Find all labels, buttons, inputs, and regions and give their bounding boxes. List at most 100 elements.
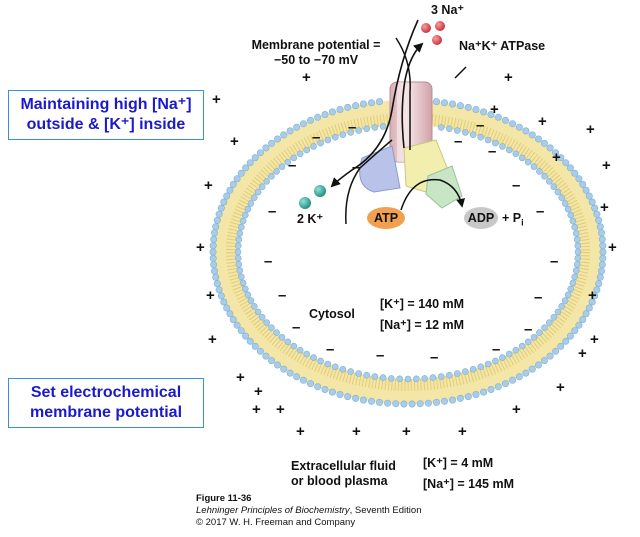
lipid-head bbox=[375, 398, 383, 406]
plus-sign: + bbox=[586, 121, 595, 138]
lipid-head bbox=[363, 125, 371, 133]
lipid-head bbox=[226, 310, 234, 318]
lipid-head bbox=[331, 363, 339, 371]
lipid-head bbox=[534, 361, 542, 369]
lipid-head bbox=[328, 388, 336, 396]
lipid-head bbox=[242, 164, 250, 172]
lipid-head bbox=[328, 108, 336, 116]
lipid-head bbox=[213, 216, 221, 224]
lipid-head bbox=[508, 120, 516, 128]
book-edition: , Seventh Edition bbox=[349, 505, 422, 516]
k-path-curve bbox=[345, 139, 393, 225]
k-ions-label: 2 K⁺ bbox=[297, 212, 324, 226]
lipid-head bbox=[599, 248, 607, 256]
lipid-head bbox=[263, 178, 271, 185]
plus-sign: + bbox=[212, 91, 221, 108]
set-line1: Set electrochemical bbox=[30, 384, 182, 401]
lipid-head bbox=[359, 396, 367, 404]
minus-sign: – bbox=[264, 253, 273, 270]
lipid-head bbox=[238, 223, 245, 231]
plus-sign: + bbox=[588, 287, 597, 304]
plus-sign: + bbox=[204, 177, 213, 194]
plus-sign: + bbox=[302, 69, 311, 86]
minus-sign: – bbox=[476, 117, 485, 134]
lipid-head bbox=[268, 357, 276, 365]
lipid-head bbox=[552, 149, 560, 157]
plus-sign: + bbox=[230, 133, 239, 150]
plus-sign: + bbox=[402, 423, 411, 440]
lipid-head bbox=[567, 285, 575, 293]
lipid-head bbox=[344, 393, 352, 401]
plus-sign: + bbox=[504, 69, 513, 86]
lipid-head bbox=[561, 200, 569, 207]
lipid-head bbox=[569, 217, 577, 225]
lipid-head bbox=[244, 291, 252, 299]
lipid-head bbox=[501, 116, 509, 124]
membrane-potential-line1: Membrane potential = bbox=[251, 38, 381, 52]
lipid-head bbox=[293, 123, 301, 131]
lipid-head bbox=[567, 211, 575, 219]
lipid-head bbox=[595, 216, 603, 224]
lipid-head bbox=[229, 316, 237, 324]
lipid-head bbox=[242, 285, 249, 293]
lipid-head bbox=[562, 159, 570, 167]
lipid-head bbox=[597, 267, 605, 275]
lipid-head bbox=[306, 380, 314, 388]
lipid-head bbox=[317, 357, 324, 365]
adp-oval bbox=[464, 207, 498, 229]
lipid-head bbox=[336, 106, 344, 114]
lipid-head bbox=[355, 370, 363, 377]
lipid-head bbox=[528, 131, 536, 139]
lipid-head bbox=[569, 279, 577, 287]
lipid-head bbox=[595, 280, 603, 288]
lipid-head bbox=[494, 113, 502, 121]
lipid-head bbox=[582, 310, 590, 318]
lipid-head bbox=[286, 369, 294, 377]
k-influx-arrow bbox=[330, 19, 419, 188]
atp-oval bbox=[367, 207, 405, 229]
cytosol-k-concentration: [K⁺] = 140 mM bbox=[380, 297, 465, 311]
figure-number: Figure 11-36 bbox=[196, 493, 252, 504]
lipid-head bbox=[371, 373, 379, 380]
pump-label: Na⁺K⁺ ATPase bbox=[459, 39, 546, 53]
lipid-head bbox=[212, 223, 220, 231]
lipid-head bbox=[299, 376, 307, 384]
lipid-head bbox=[303, 350, 311, 358]
lipid-head bbox=[480, 108, 488, 116]
lipid-head bbox=[303, 146, 311, 154]
lipid-head bbox=[534, 135, 542, 143]
minus-sign: – bbox=[430, 349, 439, 366]
lipid-head bbox=[515, 373, 523, 381]
lipid-head bbox=[564, 291, 572, 299]
lipid-head bbox=[512, 346, 520, 354]
lipid-head bbox=[571, 169, 579, 177]
lipid-head bbox=[299, 120, 307, 128]
lipid-head bbox=[575, 321, 583, 329]
plus-sign: + bbox=[296, 423, 305, 440]
lipid-head bbox=[314, 383, 322, 391]
lipid-head bbox=[339, 365, 347, 373]
lipid-head bbox=[254, 188, 262, 196]
inner-lipid-heads bbox=[234, 123, 582, 383]
lipid-head bbox=[518, 154, 526, 162]
plus-sign: + bbox=[552, 149, 561, 166]
plus-sign: + bbox=[206, 287, 215, 304]
lipid-head bbox=[237, 327, 245, 335]
plus-sign: + bbox=[512, 401, 521, 418]
lipid-head bbox=[215, 210, 223, 218]
lipid-head bbox=[247, 200, 255, 207]
lipid-head bbox=[494, 383, 502, 391]
na-k-atpase-pump bbox=[359, 81, 463, 209]
lipid-head bbox=[524, 158, 532, 166]
lipid-head bbox=[522, 369, 530, 377]
lipid-head bbox=[448, 100, 456, 108]
lipid-head bbox=[293, 373, 301, 381]
lipid-head bbox=[571, 273, 579, 281]
na-ions bbox=[421, 21, 445, 45]
lipid-head bbox=[599, 254, 607, 262]
lipid-head bbox=[432, 98, 440, 106]
lipid-head bbox=[209, 242, 217, 250]
plus-sign: + bbox=[590, 331, 599, 348]
minus-sign: – bbox=[348, 119, 357, 136]
